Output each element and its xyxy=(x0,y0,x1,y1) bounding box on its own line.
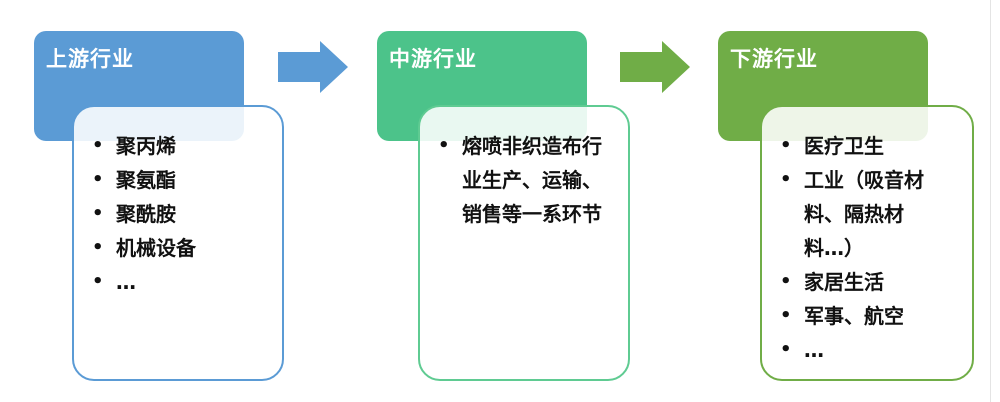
arrow-right-icon xyxy=(278,41,348,93)
midstream-card: •熔喷非织造布行业生产、运输、销售等一系环节 xyxy=(418,105,630,381)
list-item: •家居生活 xyxy=(778,265,946,299)
arrow-right-icon xyxy=(620,41,690,93)
list-item: •医疗卫生 xyxy=(778,129,946,163)
bullet-icon: • xyxy=(92,169,104,190)
downstream-card: •医疗卫生 •工业（吸音材料、隔热材料…） •家居生活 •军事、航空 •… xyxy=(760,105,974,381)
bullet-icon: • xyxy=(92,237,104,258)
bullet-icon: • xyxy=(780,169,792,190)
bullet-icon: • xyxy=(780,305,792,326)
list-item: •军事、航空 xyxy=(778,299,946,333)
list-item: •工业（吸音材料、隔热材料…） xyxy=(778,163,946,265)
upstream-list: •聚丙烯 •聚氨酯 •聚酰胺 •机械设备 •… xyxy=(90,129,268,299)
list-item: •熔喷非织造布行业生产、运输、销售等一系环节 xyxy=(436,129,606,231)
bullet-icon: • xyxy=(92,203,104,224)
bullet-icon: • xyxy=(780,135,792,156)
list-item: •聚氨酯 xyxy=(90,163,268,197)
image-edge-divider xyxy=(990,0,991,402)
downstream-list: •医疗卫生 •工业（吸音材料、隔热材料…） •家居生活 •军事、航空 •… xyxy=(778,129,946,367)
list-item: •聚酰胺 xyxy=(90,197,268,231)
upstream-card: •聚丙烯 •聚氨酯 •聚酰胺 •机械设备 •… xyxy=(72,105,284,381)
bullet-icon: • xyxy=(780,339,792,360)
list-item: •机械设备 xyxy=(90,231,268,265)
upstream-title: 上游行业 xyxy=(46,47,134,71)
midstream-list: •熔喷非织造布行业生产、运输、销售等一系环节 xyxy=(436,129,606,231)
list-item: •… xyxy=(778,333,946,367)
midstream-title: 中游行业 xyxy=(389,47,477,71)
bullet-icon: • xyxy=(92,135,104,156)
downstream-title: 下游行业 xyxy=(730,47,818,71)
list-item: •聚丙烯 xyxy=(90,129,268,163)
bullet-icon: • xyxy=(438,135,450,156)
bullet-icon: • xyxy=(92,271,104,292)
bullet-icon: • xyxy=(780,271,792,292)
list-item: •… xyxy=(90,265,268,299)
